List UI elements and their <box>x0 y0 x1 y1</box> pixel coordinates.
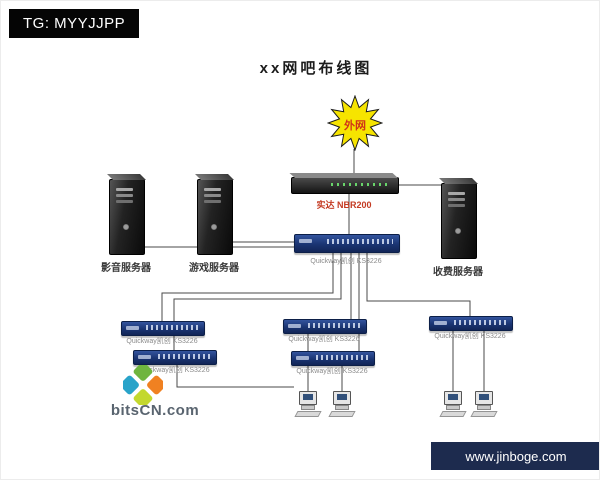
monitor-icon <box>475 391 493 405</box>
switch-brand-mark <box>296 356 309 360</box>
workstation-2-icon <box>328 391 356 417</box>
sub-switch-5-label: Quickway凯创 KS3226 <box>434 333 506 340</box>
sub-switch-2-label: Quickway凯创 KS3226 <box>138 367 210 374</box>
sub-switch-3-icon <box>283 319 367 334</box>
bitscn-watermark-text: bitsCN.com <box>110 402 200 419</box>
switch-brand-mark <box>138 355 151 359</box>
tg-banner-text: TG: MYYJJPP <box>23 15 126 32</box>
site-banner: www.jinboge.com <box>431 442 599 470</box>
switch-ports <box>454 320 506 325</box>
sub-switch-2-icon <box>133 350 217 365</box>
power-button-icon <box>211 224 217 230</box>
sub-switch-4-icon <box>291 351 375 366</box>
sub-switch-1-label: Quickway凯创 KS3226 <box>126 338 198 345</box>
router-label: 实达 NBR200 <box>316 200 372 210</box>
switch-brand-mark <box>299 239 312 243</box>
media-server-label: 影音服务器 <box>101 263 151 274</box>
workstation-1-icon <box>294 391 322 417</box>
switch-ports <box>316 355 368 360</box>
drive-bay <box>448 192 465 195</box>
sub-switch-5-icon <box>429 316 513 331</box>
sub-switch-4-label: Quickway凯创 KS3226 <box>296 368 368 375</box>
sub-switch-3-label: Quickway凯创 KS3226 <box>288 336 360 343</box>
switch-ports <box>308 323 360 328</box>
switch-brand-mark <box>434 321 447 325</box>
power-button-icon <box>123 224 129 230</box>
drive-bay <box>116 188 133 191</box>
workstation-3-icon <box>439 391 467 417</box>
monitor-icon <box>444 391 462 405</box>
external-network-starburst-icon: 外网 <box>327 95 383 151</box>
monitor-icon <box>299 391 317 405</box>
billing-server-tower-icon <box>441 183 477 259</box>
router-device-icon <box>291 177 399 194</box>
site-banner-text: www.jinboge.com <box>465 448 567 464</box>
game-server-tower-icon <box>197 179 233 255</box>
router-leds <box>331 183 389 186</box>
game-server-label: 游戏服务器 <box>189 263 239 274</box>
switch-ports <box>158 354 210 359</box>
switch-ports <box>327 239 393 244</box>
main-switch-icon <box>294 234 400 253</box>
power-button-icon <box>455 228 461 234</box>
switch-ports <box>146 325 198 330</box>
media-server-tower-icon <box>109 179 145 255</box>
billing-server-label: 收费服务器 <box>433 267 483 278</box>
workstation-4-icon <box>470 391 498 417</box>
monitor-icon <box>333 391 351 405</box>
main-switch-label: Quickway凯创 KS3226 <box>310 258 382 265</box>
switch-brand-mark <box>126 326 139 330</box>
drive-bay <box>204 188 221 191</box>
external-network-label: 外网 <box>344 120 366 132</box>
switch-brand-mark <box>288 324 301 328</box>
sub-switch-1-icon <box>121 321 205 336</box>
tg-banner: TG: MYYJJPP <box>9 9 140 38</box>
bitscn-logo-icon <box>120 362 166 408</box>
diagram-title: xx网吧布线图 <box>259 60 373 77</box>
